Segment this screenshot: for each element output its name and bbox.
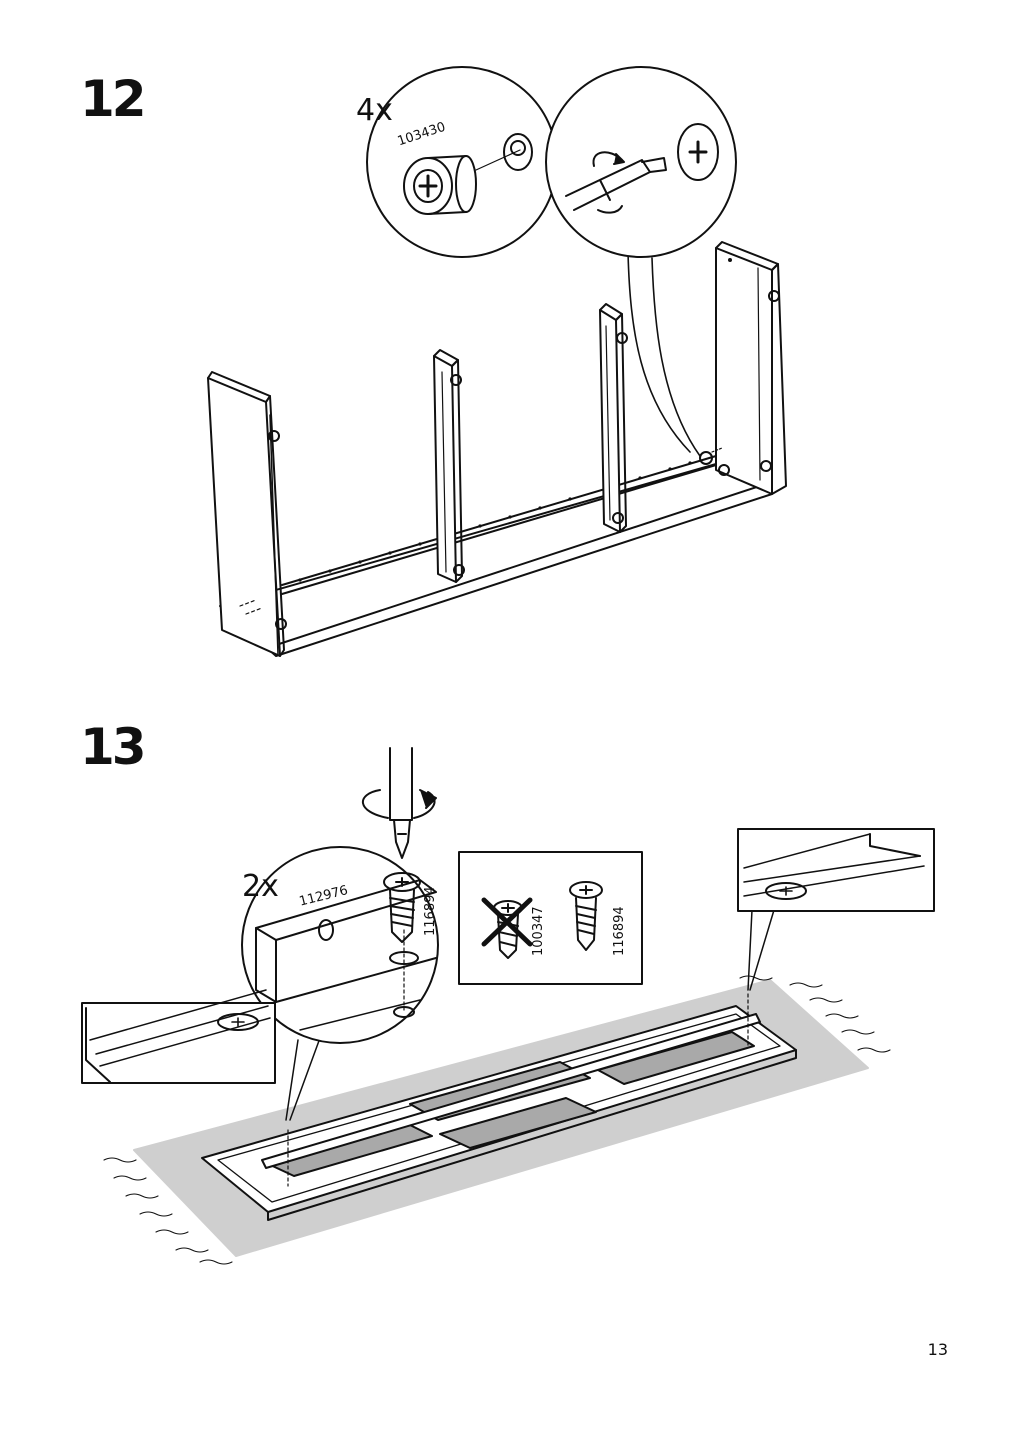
step-12-number: 12 <box>80 70 147 128</box>
step-12-frame-illustration <box>207 66 787 657</box>
screw-icon <box>383 872 421 943</box>
step-13-quantity: 2x <box>242 869 279 904</box>
cross-out-icon <box>481 897 533 947</box>
rotation-arrow-icon <box>361 789 437 819</box>
cam-lock-icon <box>403 133 533 215</box>
rotation-arrow-icon <box>592 151 625 214</box>
step-12-quantity: 4x <box>356 93 393 128</box>
screw-icon <box>569 881 603 951</box>
screw-icon <box>493 900 523 959</box>
screwdriver-icon <box>565 157 667 211</box>
right-screw-part-number: 116894 <box>612 906 627 956</box>
step-13-plinth-illustration <box>81 747 935 1265</box>
step-13-part-number-screw: 116894 <box>423 886 438 936</box>
screwdriver-icon <box>389 747 413 859</box>
wrong-screw-part-number: 100347 <box>531 906 546 956</box>
step-13-number: 13 <box>80 718 147 776</box>
page-number: 13 <box>927 1340 948 1359</box>
